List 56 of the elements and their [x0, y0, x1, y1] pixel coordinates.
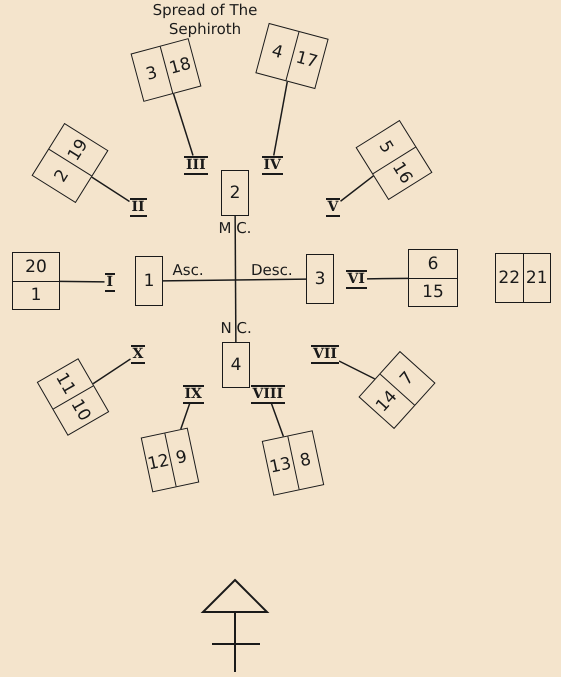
leader-line — [60, 280, 105, 283]
card: 4 — [222, 342, 250, 388]
card-pair — [12, 252, 60, 310]
card-number: 6 — [428, 254, 438, 274]
leader-line — [180, 403, 190, 430]
card-number: 2 — [50, 166, 74, 186]
leader-line — [338, 360, 376, 380]
card-number: 4 — [269, 41, 286, 64]
leader-line — [366, 278, 408, 280]
roman-numeral: VI — [346, 270, 367, 288]
leader-line — [273, 82, 288, 156]
card-number: 19 — [64, 136, 92, 165]
card-number: 16 — [388, 158, 416, 188]
leader-line — [270, 403, 284, 437]
card-number: 12 — [146, 450, 172, 474]
roman-numeral: VII — [311, 344, 339, 364]
roman-numeral: III — [184, 156, 208, 174]
card: 1 — [135, 256, 163, 306]
card: 2 — [221, 170, 249, 216]
card-number: 8 — [298, 449, 313, 472]
roman-numeral: X — [130, 344, 146, 364]
roman-numeral: IV — [262, 156, 283, 174]
card-number: 17 — [294, 47, 320, 72]
roman-numeral: I — [104, 272, 116, 292]
card-number: 13 — [268, 454, 294, 478]
axis-label: Desc. — [251, 262, 293, 278]
roman-numeral: II — [130, 198, 147, 216]
leader-line — [172, 94, 194, 156]
card-number: 22 — [498, 268, 520, 288]
card-number: 5 — [374, 137, 398, 157]
card-number: 1 — [30, 285, 42, 306]
leader-line — [92, 358, 131, 384]
card-number: 11 — [51, 369, 80, 398]
card-number: 9 — [174, 446, 189, 468]
cross-line — [163, 278, 306, 282]
axis-label: M C. — [218, 220, 252, 236]
leader-line — [340, 175, 374, 202]
roman-numeral: IX — [182, 384, 204, 404]
card-number: 10 — [66, 396, 95, 425]
card-number: 14 — [372, 386, 402, 416]
card-number: 3 — [144, 62, 160, 85]
roman-numeral: VIII — [250, 384, 286, 404]
card-number: 18 — [167, 54, 194, 79]
roman-numeral: V — [326, 198, 340, 216]
title: Spread of The Sephiroth — [152, 1, 258, 39]
axis-label: Asc. — [172, 262, 204, 278]
card-pair — [408, 249, 458, 307]
axis-label: N C. — [220, 320, 252, 336]
leader-line — [91, 176, 130, 202]
card-pair — [495, 253, 551, 303]
cross-line — [234, 216, 237, 342]
card: 3 — [306, 254, 334, 304]
card-number: 20 — [25, 256, 47, 277]
card-number: 15 — [422, 282, 444, 302]
card-number: 21 — [526, 268, 548, 288]
card-number: 7 — [396, 368, 418, 390]
